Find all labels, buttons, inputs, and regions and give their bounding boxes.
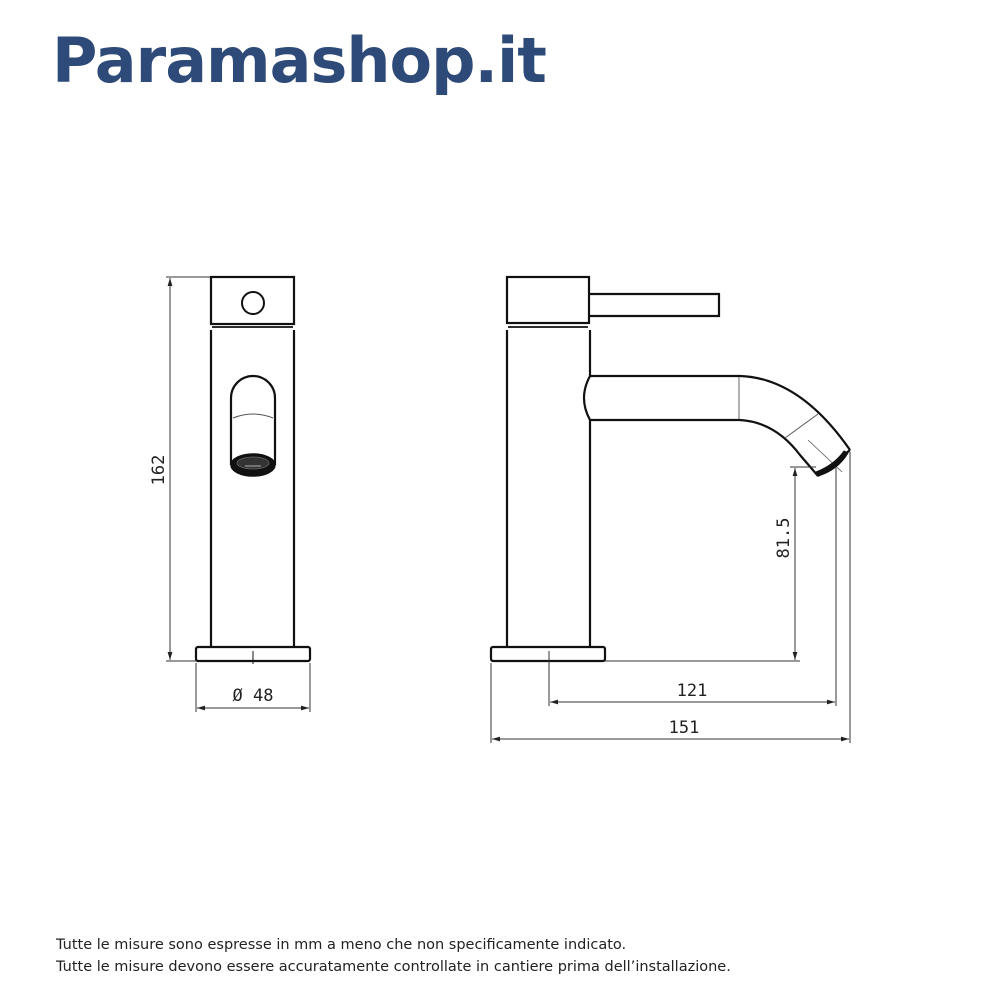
side-view — [489, 275, 851, 663]
diameter-dimension-label: Ø 48 — [233, 686, 274, 706]
front-dimensions — [166, 276, 311, 712]
footer-note-1: Tutte le misure sono espresse in mm a me… — [56, 937, 627, 953]
height-dimension-label: 162 — [149, 455, 169, 486]
front-view — [194, 275, 312, 664]
side-dimensions — [490, 452, 851, 743]
footer-notes: Tutte le misure sono espresse in mm a me… — [56, 934, 731, 978]
total-depth-label: 151 — [669, 718, 700, 738]
spout-reach-label: 121 — [677, 681, 708, 701]
brand-logo: Paramashop.it — [52, 24, 547, 97]
footer-note-2: Tutte le misure devono essere accuratame… — [56, 959, 731, 975]
spout-height-label: 81.5 — [774, 518, 794, 559]
